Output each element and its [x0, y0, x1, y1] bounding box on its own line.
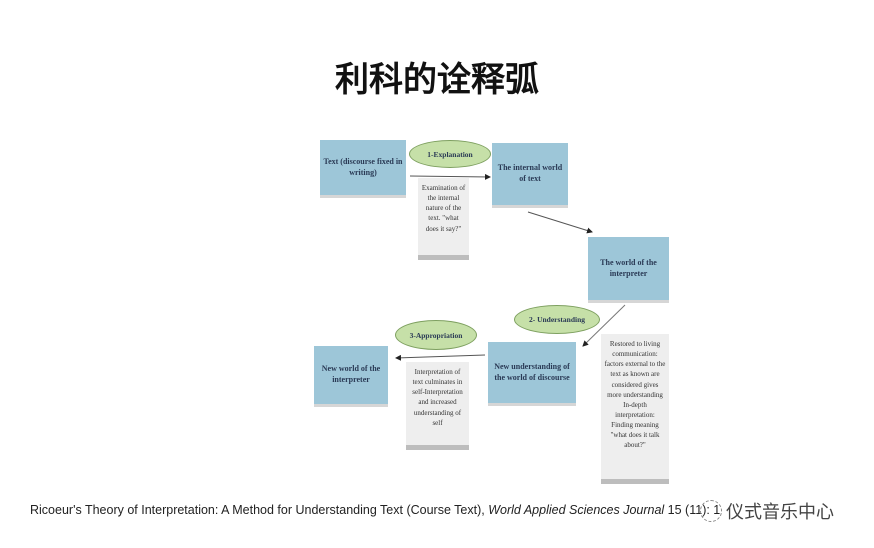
citation-text: Ricoeur's Theory of Interpretation: A Me… — [30, 503, 489, 517]
box-new-understanding: New understanding of the world of discou… — [488, 342, 576, 406]
arrow-4 — [395, 354, 486, 361]
arrow-3 — [582, 304, 626, 347]
stage-appropriation: 3-Appropriation — [395, 320, 477, 350]
stage-understanding: 2- Understanding — [514, 305, 600, 334]
citation-journal: World Applied Sciences Journal — [488, 503, 665, 517]
watermark-text: 仪式音乐中心 — [726, 502, 834, 523]
box-new-world: New world of the interpreter — [314, 346, 388, 407]
stage-explanation: 1-Explanation — [409, 140, 491, 168]
box-text-fixed: Text (discourse fixed in writing) — [320, 140, 406, 198]
arrow-2 — [527, 211, 593, 234]
box-world-interpreter: The world of the interpreter — [588, 237, 669, 303]
arrow-1 — [409, 173, 491, 180]
box-internal-world: The internal world of text — [492, 143, 568, 208]
note-living-communication: Restored to living communication: factor… — [601, 334, 669, 484]
citation: Ricoeur's Theory of Interpretation: A Me… — [30, 503, 720, 517]
page-title: 利科的诠释弧 — [335, 60, 539, 100]
note-self-interpretation: Interpretation of text culminates in sel… — [406, 362, 469, 450]
wechat-icon — [700, 500, 722, 522]
watermark: 仪式音乐中心 — [700, 498, 834, 524]
note-examination: Examination of the internal nature of th… — [418, 178, 469, 260]
